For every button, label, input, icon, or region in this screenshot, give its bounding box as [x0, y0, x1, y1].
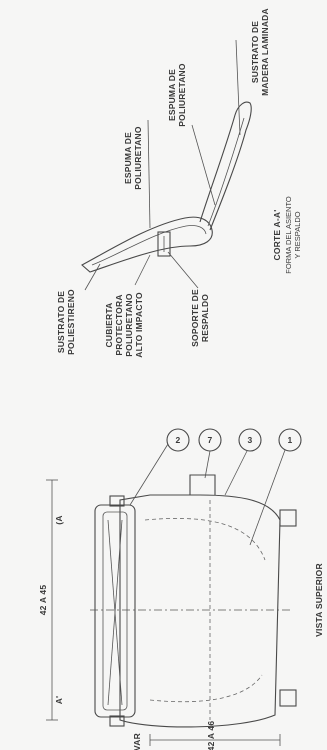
- label-madera-1: SUSTRATO DE: [250, 21, 260, 83]
- backrest-inner: [102, 511, 128, 711]
- seat-shell: [81, 216, 213, 273]
- label-espuma-back-2: POLIURETANO: [177, 63, 187, 127]
- callout-1: 1: [288, 435, 293, 445]
- leader-poliestireno: [84, 263, 101, 291]
- foot-tr: [279, 509, 297, 527]
- label-cubierta-1: CUBIERTA: [104, 303, 114, 348]
- label-espuma-back-1: ESPUMA DE: [167, 69, 177, 121]
- label-cubierta-2: PROTECTORA: [114, 294, 124, 355]
- section-labels: ESPUMA DE POLIURETANO ESPUMA DE POLIURET…: [56, 8, 302, 358]
- callout-3: 3: [248, 435, 253, 445]
- vista-label: VISTA SUPERIOR: [314, 563, 324, 637]
- seat-foam-line: [91, 225, 207, 266]
- seat-dash-2: [149, 674, 263, 703]
- dimension-left: 42 A 46 VAR: [132, 721, 281, 750]
- chair-body-outline: [119, 494, 281, 728]
- corte-subtitle-2: Y RESPALDO: [293, 211, 302, 258]
- arm-bump: [189, 474, 216, 495]
- foot-tl: [109, 495, 125, 507]
- backrest-shell: [199, 101, 252, 231]
- section-drawing: [81, 101, 252, 273]
- callout-1-circle: [278, 428, 302, 452]
- label-soporte-2: RESPALDO: [200, 294, 210, 342]
- callout-7: 7: [208, 435, 213, 445]
- callout-2-circle: [166, 428, 190, 452]
- dimension-top: 42 A 45: [38, 479, 58, 721]
- foot-bl: [109, 715, 125, 727]
- label-espuma-seat-1: ESPUMA DE: [123, 132, 133, 184]
- callout-2-leader: [129, 443, 169, 506]
- leader-cubierta: [134, 254, 151, 286]
- corte-subtitle-1: FORMA DEL ASIENTO: [284, 196, 293, 274]
- section-leaders: [84, 39, 241, 291]
- dim-left-prefix: VAR: [132, 733, 142, 750]
- backrest-foam-line: [207, 117, 245, 227]
- callout-3-circle: [238, 428, 262, 452]
- foot-br: [279, 689, 297, 707]
- leader-madera: [235, 39, 241, 136]
- label-espuma-seat-2: POLIURETANO: [133, 126, 143, 190]
- label-poliestireno-2: POLIESTIRENO: [66, 289, 76, 355]
- leader-espuma-seat: [147, 119, 151, 229]
- callouts: 2 7 3 1: [129, 428, 302, 546]
- label-madera-2: MADERA LAMINADA: [260, 8, 270, 96]
- label-soporte-1: SOPORTE DE: [190, 289, 200, 347]
- section-marker-a-prime: A': [54, 696, 64, 705]
- leader-espuma-back: [191, 124, 216, 206]
- support-bracket: [157, 231, 171, 257]
- label-poliestireno-1: SUSTRATO DE: [56, 291, 66, 353]
- label-cubierta-4: ALTO IMPACTO: [134, 292, 144, 358]
- backrest-hatch-2: [107, 519, 123, 706]
- corte-title: CORTE A-A': [272, 210, 282, 261]
- label-cubierta-3: POLIURETANO: [124, 293, 134, 357]
- dim-left-value: 42 A 46: [206, 721, 216, 750]
- leader-soporte: [167, 251, 199, 289]
- callout-3-leader: [224, 450, 248, 496]
- seat-dash-1: [144, 518, 266, 561]
- callout-7-leader: [204, 450, 211, 479]
- callout-1-leader: [249, 449, 286, 546]
- top-view: [90, 474, 297, 728]
- section-marker-a: (A: [54, 515, 64, 524]
- backrest-band: [94, 504, 136, 718]
- dim-top-value: 42 A 45: [38, 585, 48, 616]
- callout-2: 2: [176, 435, 181, 445]
